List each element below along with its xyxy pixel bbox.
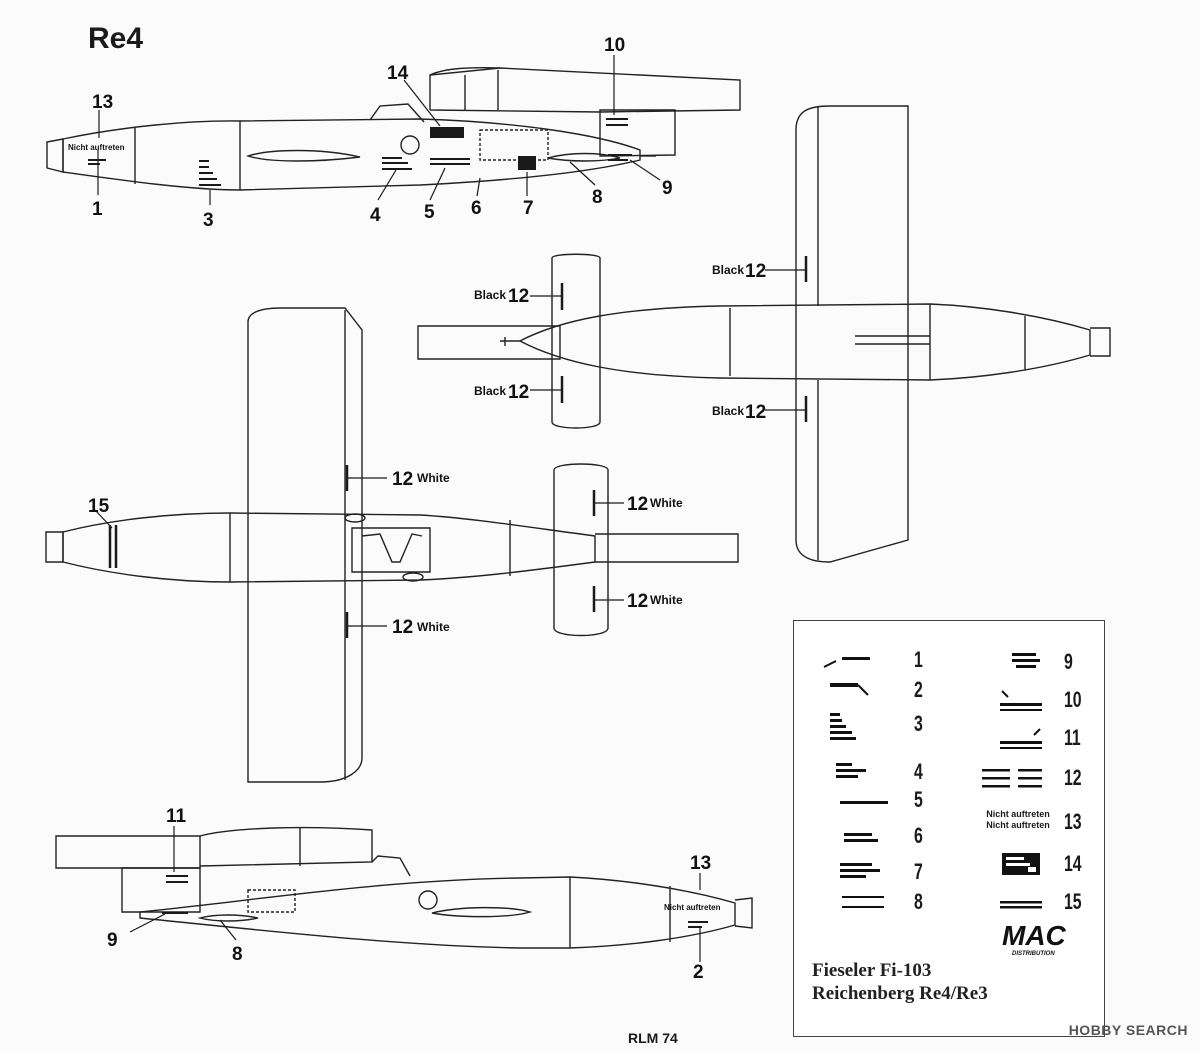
legend-item-11: 11 [944, 723, 1094, 751]
decal-8-icon [842, 896, 884, 908]
svg-text:DISTRIBUTION: DISTRIBUTION [1012, 951, 1055, 957]
legend-item-9: 9 [954, 647, 1104, 675]
legend-item-2: 2 [804, 675, 954, 703]
callout-15: 15 [88, 496, 110, 517]
caption-line-1: Fieseler Fi-103 [812, 960, 932, 981]
white-label-a: White [417, 471, 450, 485]
callout-12-black-c: 12 [508, 286, 529, 307]
decal-3-icon [830, 713, 856, 740]
decal-12-icon [982, 769, 1042, 788]
decal-11-icon [1000, 728, 1042, 749]
nicht-auftreten-1: Nicht auftreten [986, 809, 1050, 819]
white-label-c: White [650, 496, 683, 510]
black-label-a: Black [712, 263, 744, 277]
decal-2-icon [830, 683, 869, 696]
legend-item-12: 12 [944, 763, 1094, 791]
decal-5-icon [840, 801, 888, 804]
callout-14: 14 [387, 63, 409, 84]
legend-item-6: 6 [804, 821, 954, 849]
callout-9-b: 9 [107, 930, 118, 951]
callout-12-black-a: 12 [745, 261, 766, 282]
callout-11: 11 [166, 806, 187, 827]
side-view-bottom [55, 826, 753, 949]
callout-8-a: 8 [592, 187, 603, 208]
callout-6: 6 [471, 198, 482, 219]
callout-12-white-d: 12 [627, 591, 648, 612]
nicht-stencil-a: Nicht auftreten [68, 143, 125, 152]
color-words: Black Black Black Black White White Whit… [417, 263, 744, 634]
callout-3: 3 [203, 210, 214, 231]
decal-legend: 1 2 3 4 5 6 7 8 9 10 11 12 [793, 620, 1105, 1037]
black-label-d: Black [474, 384, 506, 398]
callout-5: 5 [424, 202, 435, 223]
callout-7: 7 [523, 198, 534, 219]
decal-6-icon [844, 833, 878, 842]
black-label-c: Black [474, 288, 506, 302]
callout-12-black-d: 12 [508, 382, 529, 403]
legend-item-13: Nicht auftreten Nicht auftreten 13 [944, 807, 1094, 835]
legend-item-15: 15 [944, 887, 1094, 915]
black-label-b: Black [712, 404, 744, 418]
kit-caption: Fieseler Fi-103 Reichenberg Re4/Re3 [812, 959, 988, 1005]
legend-item-4: 4 [804, 757, 954, 785]
legend-item-1: 1 [804, 645, 954, 673]
nicht-stencils: Nicht auftreten Nicht auftreten [68, 143, 721, 912]
legend-item-5: 5 [804, 785, 954, 813]
white-label-d: White [650, 593, 683, 607]
decal-9-icon [1012, 653, 1040, 668]
callout-13-a: 13 [92, 92, 113, 113]
decal-7-icon [840, 863, 880, 878]
caption-line-2: Reichenberg Re4/Re3 [812, 983, 988, 1004]
callout-2: 2 [693, 962, 704, 983]
white-label-b: White [417, 620, 450, 634]
color-note: RLM 74 [628, 1030, 678, 1046]
callout-13-b: 13 [690, 853, 711, 874]
top-view-right [417, 105, 1111, 563]
side-view-top [46, 66, 741, 191]
site-watermark: HOBBY SEARCH [1068, 1022, 1188, 1038]
legend-item-8: 8 [804, 887, 954, 915]
callout-9-a: 9 [662, 178, 673, 199]
page-title: Re4 [88, 22, 144, 55]
decal-14-icon [1002, 853, 1040, 875]
callout-12-black-b: 12 [745, 402, 766, 423]
bottom-view [45, 307, 739, 783]
callout-numbers: 13 1 3 4 5 6 7 8 9 14 10 15 11 13 9 8 2 … [88, 35, 766, 983]
legend-item-14: 14 [944, 849, 1094, 877]
callout-1: 1 [92, 199, 103, 220]
callout-10: 10 [604, 35, 625, 56]
legend-item-10: 10 [944, 685, 1094, 713]
callout-8-b: 8 [232, 944, 243, 965]
decal-marks [88, 55, 808, 962]
decal-10-icon [1000, 690, 1042, 711]
nicht-stencil-b: Nicht auftreten [664, 903, 721, 912]
callout-12-white-c: 12 [627, 494, 648, 515]
decal-1-icon [823, 657, 870, 668]
mac-brand-logo: MAC DISTRIBUTION [1002, 920, 1067, 957]
callout-12-white-a: 12 [392, 469, 413, 490]
callout-4: 4 [370, 205, 381, 226]
legend-item-7: 7 [804, 857, 954, 885]
decal-15-icon [1000, 901, 1042, 909]
nicht-auftreten-2: Nicht auftreten [986, 820, 1050, 830]
decal-4-icon [836, 763, 866, 778]
legend-item-3: 3 [804, 709, 954, 740]
callout-12-white-b: 12 [392, 617, 413, 638]
svg-text:MAC: MAC [1002, 920, 1067, 951]
